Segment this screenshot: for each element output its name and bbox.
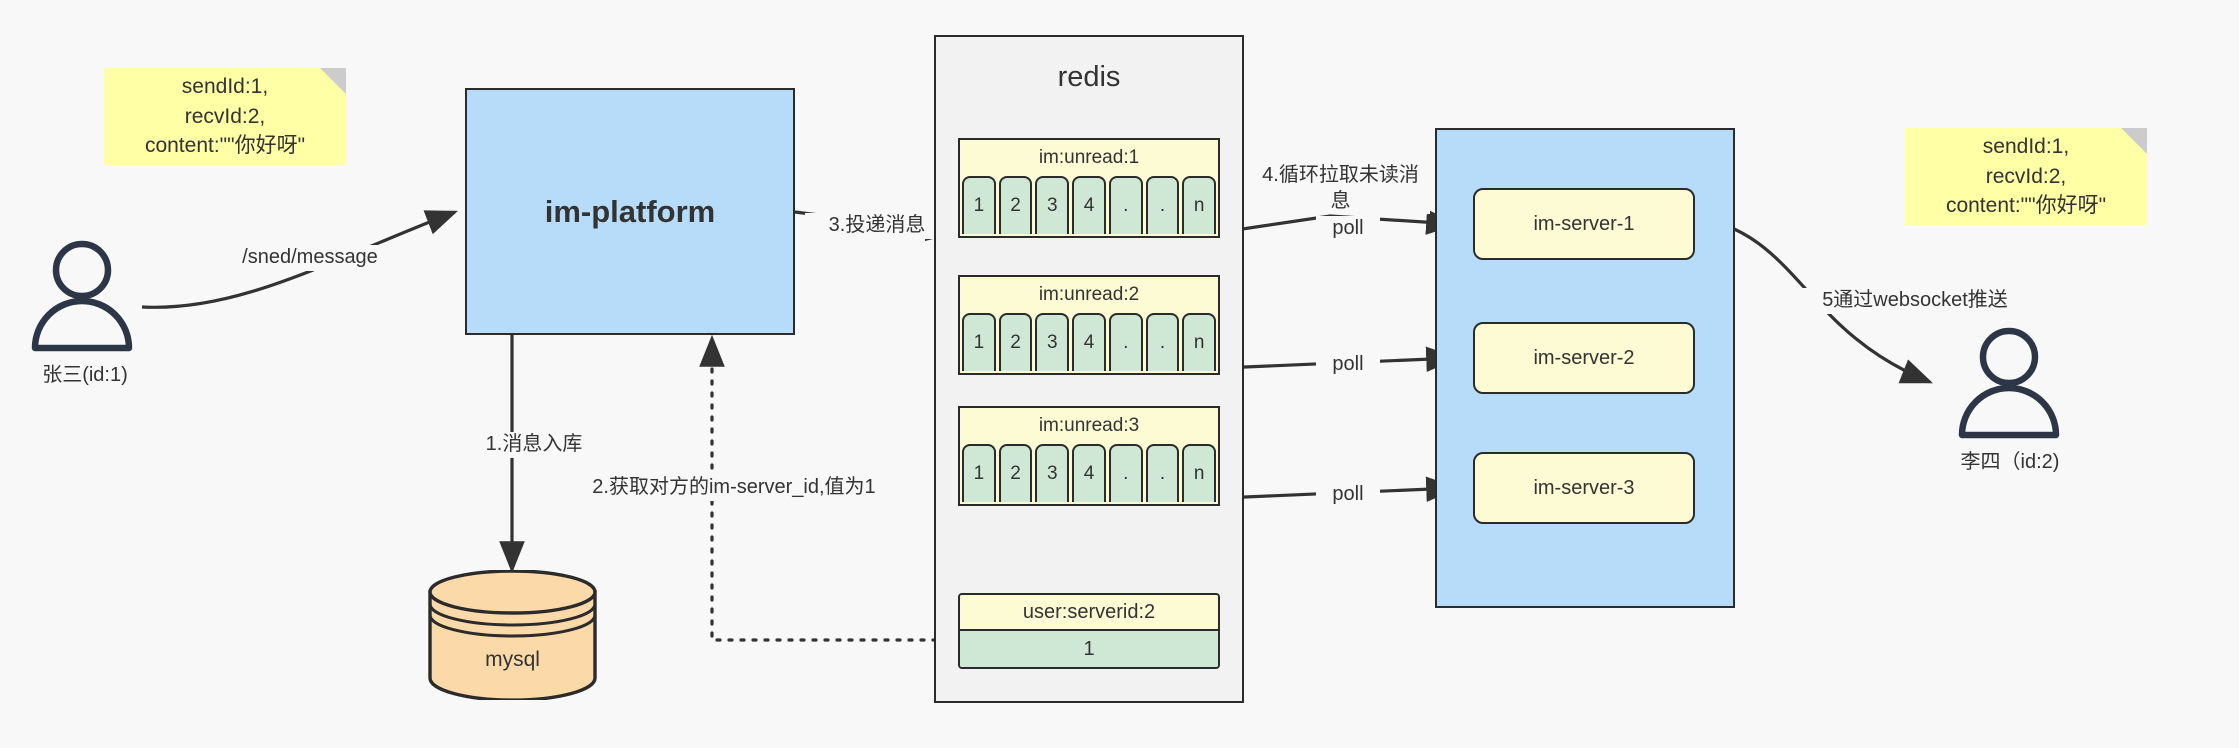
queue-cells: 1 2 3 4 . . n — [960, 444, 1218, 504]
queue-cell[interactable]: 1 — [962, 313, 996, 371]
sticky-note-right-text: sendId:1, recvId:2, content:""你好呀" — [1945, 134, 2107, 218]
queue-cell[interactable]: 4 — [1072, 444, 1106, 502]
queue-cells: 1 2 3 4 . . n — [960, 313, 1218, 373]
sticky-note-right: sendId:1, recvId:2, content:""你好呀" — [1905, 128, 2147, 225]
queue-title: im:unread:2 — [960, 277, 1218, 313]
queue-cell[interactable]: 2 — [998, 313, 1033, 371]
queue-cell[interactable]: 4 — [1072, 176, 1106, 234]
queue-cell[interactable]: 1 — [962, 176, 996, 234]
queue-cell[interactable]: n — [1182, 176, 1217, 234]
queue-cell[interactable]: 4 — [1072, 313, 1106, 371]
note-fold-corner-icon — [320, 68, 346, 94]
im-platform-label: im-platform — [544, 193, 716, 229]
redis-title: redis — [1057, 61, 1121, 93]
edge-label-step1: 1.消息入库 — [452, 432, 616, 458]
queue-cell[interactable]: 3 — [1035, 176, 1070, 234]
mysql-database[interactable]: mysql — [425, 569, 600, 702]
actor-receiver[interactable] — [1952, 325, 2067, 440]
actor-receiver-label: 李四（id:2) — [1960, 451, 2060, 473]
edge-label-poll-1: poll — [1316, 216, 1380, 242]
edge-sender-to-platform — [141, 210, 458, 309]
sticky-note-left-text: sendId:1, recvId:2, content:""你好呀" — [144, 74, 306, 158]
queue-cell[interactable]: . — [1145, 313, 1180, 371]
kv-title: user:serverid:2 — [960, 595, 1218, 629]
queue-cell[interactable]: n — [1182, 444, 1217, 502]
edge-label-step4: 4.循环拉取未读消 息 — [1251, 163, 1430, 215]
edge-redis-kv-to-platform — [699, 334, 962, 642]
queue-cell[interactable]: . — [1145, 176, 1180, 234]
redis-kv-user-serverid[interactable]: user:serverid:2 1 — [958, 593, 1220, 669]
queue-cell[interactable]: 2 — [998, 444, 1033, 502]
im-platform-box[interactable]: im-platform — [465, 88, 795, 335]
edge-label-poll-2: poll — [1316, 352, 1380, 378]
queue-cell[interactable]: 2 — [998, 176, 1033, 234]
person-icon — [31, 240, 133, 352]
person-icon — [1958, 327, 2060, 439]
im-server-2-label: im-server-2 — [1533, 346, 1635, 369]
im-server-1-box[interactable]: im-server-1 — [1473, 188, 1695, 260]
edge-label-step2: 2.获取对方的im-server_id,值为1 — [572, 475, 896, 501]
im-server-2-box[interactable]: im-server-2 — [1473, 322, 1695, 394]
kv-value: 1 — [960, 629, 1218, 667]
queue-title: im:unread:1 — [960, 140, 1218, 176]
mysql-label: mysql — [485, 648, 540, 671]
queue-cells: 1 2 3 4 . . n — [960, 176, 1218, 236]
queue-cell[interactable]: 1 — [962, 444, 996, 502]
im-server-3-box[interactable]: im-server-3 — [1473, 452, 1695, 524]
note-fold-corner-icon — [2121, 128, 2147, 154]
database-cylinder-icon — [428, 569, 597, 702]
redis-queue-im-unread-2[interactable]: im:unread:2 1 2 3 4 . . n — [958, 275, 1220, 375]
im-server-1-label: im-server-1 — [1533, 212, 1635, 235]
queue-cell[interactable]: 3 — [1035, 313, 1070, 371]
redis-queue-im-unread-1[interactable]: im:unread:1 1 2 3 4 . . n — [958, 138, 1220, 238]
edge-label-step5: 5通过websocket推送 — [1788, 288, 2042, 314]
actor-sender[interactable] — [25, 238, 140, 353]
im-server-3-label: im-server-3 — [1533, 476, 1635, 499]
queue-cell[interactable]: n — [1182, 313, 1217, 371]
queue-cell[interactable]: . — [1145, 444, 1180, 502]
queue-cell[interactable]: 3 — [1035, 444, 1070, 502]
edge-label-poll-3: poll — [1316, 482, 1380, 508]
queue-cell[interactable]: . — [1108, 313, 1143, 371]
actor-sender-label: 张三(id:1) — [42, 364, 128, 386]
edge-label-step3: 3.投递消息 — [805, 213, 949, 239]
sticky-note-left: sendId:1, recvId:2, content:""你好呀" — [104, 68, 346, 165]
queue-cell[interactable]: . — [1108, 444, 1143, 502]
redis-queue-im-unread-3[interactable]: im:unread:3 1 2 3 4 . . n — [958, 406, 1220, 506]
queue-title: im:unread:3 — [960, 408, 1218, 444]
queue-cell[interactable]: . — [1108, 176, 1143, 234]
edge-label-send-message: /sned/message — [228, 245, 392, 271]
